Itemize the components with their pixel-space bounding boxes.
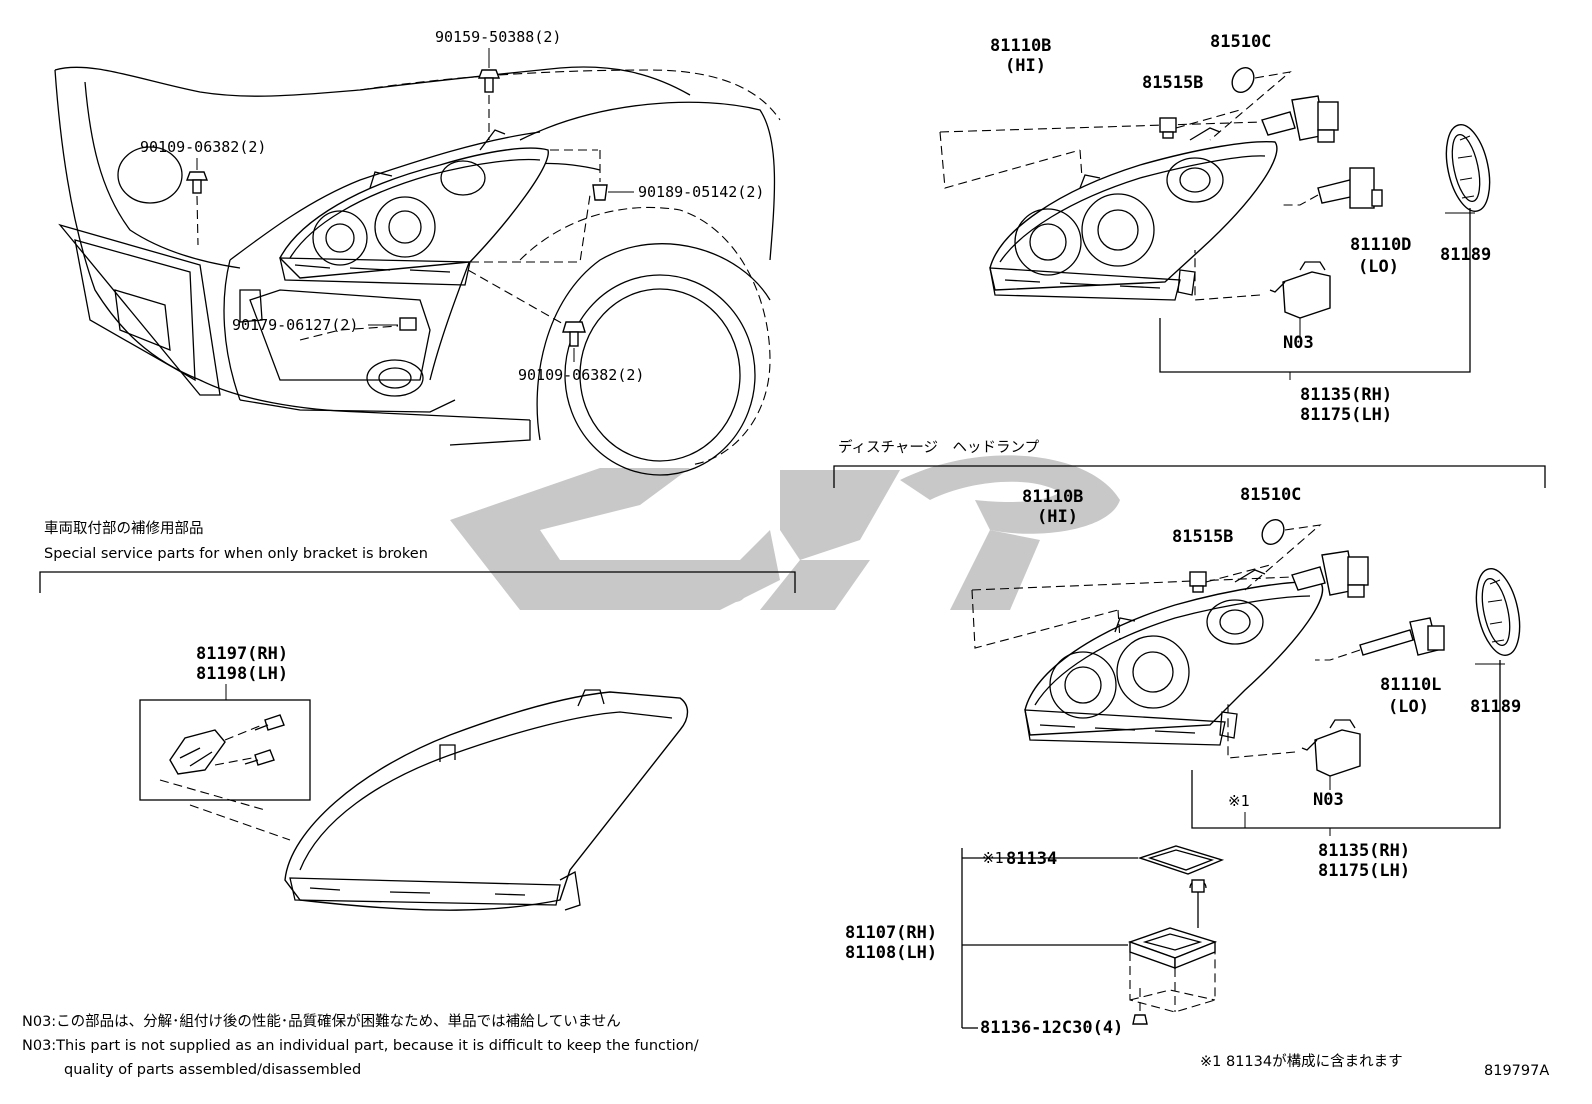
note-n03-en-1: N03:This part is not supplied as an indi… <box>22 1038 699 1054</box>
halogen-headlamp-assembly <box>989 127 1278 301</box>
label-81134: 81134 <box>1006 849 1057 869</box>
label-81515b-2: 81515B <box>1172 527 1233 547</box>
label-lo-2: (LO) <box>1388 697 1429 717</box>
bracket-bolt-2-icon <box>244 749 275 766</box>
label-81107-rh: 81107(RH) <box>845 923 937 943</box>
clip-90179-icon <box>399 317 417 331</box>
label-ref1-mark: ※1 <box>1228 792 1250 810</box>
label-81175-lh-2: 81175(LH) <box>1318 861 1410 881</box>
cap-81189-1 <box>1445 124 1491 212</box>
label-90179-06127: 90179-06127(2) <box>232 316 358 334</box>
label-81175-lh-1: 81175(LH) <box>1300 405 1392 425</box>
bracket-bolt-1-icon <box>254 714 285 731</box>
label-n03-1: N03 <box>1283 333 1314 353</box>
label-n03-2: N03 <box>1313 790 1344 810</box>
note-n03-jp: N03:この部品は、分解･組付け後の性能･品質確保が困難なため、単品では補給して… <box>22 1012 621 1030</box>
bracket-section-bracket <box>39 571 796 593</box>
label-hi-1: (HI) <box>1005 56 1046 76</box>
bulb-81510c-2 <box>1261 518 1285 546</box>
clip-90189-icon <box>592 184 608 201</box>
note-n03-en-2: quality of parts assembled/disassembled <box>64 1062 361 1078</box>
cap-81189-2 <box>1475 568 1521 656</box>
bolt-90109-top-icon <box>185 171 209 194</box>
label-81110d: 81110D <box>1350 235 1411 255</box>
actuator-n03-2 <box>1301 719 1361 777</box>
label-90159-50388: 90159-50388(2) <box>435 28 561 46</box>
bulb-81110b-hi-2 <box>1291 550 1369 598</box>
label-81110b-1: 81110B <box>990 36 1051 56</box>
diagram-id: 819797A <box>1484 1063 1549 1079</box>
bulb-81110d-lo <box>1317 167 1383 209</box>
bracket-title-jp: 車両取付部の補修用部品 <box>44 520 204 537</box>
bolt-90109-bottom-icon <box>562 321 586 347</box>
label-81110l: 81110L <box>1380 675 1441 695</box>
label-90189-05142: 90189-05142(2) <box>638 183 764 201</box>
label-81197-rh: 81197(RH) <box>196 644 288 664</box>
label-81198-lh: 81198(LH) <box>196 664 288 684</box>
label-81189-1: 81189 <box>1440 245 1491 265</box>
label-81134-mark: ※1 <box>982 849 1004 867</box>
ballast-81107-81108 <box>1127 879 1218 970</box>
bulb-81110b-hi-1 <box>1261 95 1339 143</box>
label-81110b-2: 81110B <box>1022 487 1083 507</box>
label-81510c-2: 81510C <box>1240 485 1301 505</box>
watermark-logo <box>450 455 1120 610</box>
bracket-kit-box <box>139 699 311 801</box>
bolt-90159-icon <box>477 69 501 93</box>
socket-81515b-2 <box>1189 571 1207 593</box>
label-81135-rh-2: 81135(RH) <box>1318 841 1410 861</box>
label-81515b-1: 81515B <box>1142 73 1203 93</box>
car-fasteners <box>185 69 608 347</box>
bracket-kit-parts <box>159 714 285 811</box>
discharge-headlamp-title: ディスチャージ ヘッドランプ <box>838 438 1040 456</box>
gasket-81134 <box>1137 845 1225 875</box>
actuator-n03-1 <box>1269 261 1331 319</box>
footnote-ref1: ※1 81134が構成に含まれます <box>1200 1053 1403 1070</box>
discharge-section-bracket <box>833 465 1546 488</box>
bulb-81510c-1 <box>1231 66 1255 94</box>
label-90109-06382-top: 90109-06382(2) <box>140 138 266 156</box>
discharge-headlamp-assembly <box>1024 569 1324 746</box>
label-90109-06382-bottom: 90109-06382(2) <box>518 366 644 384</box>
label-81108-lh: 81108(LH) <box>845 943 937 963</box>
headlamp-on-car <box>279 129 549 286</box>
label-81135-rh-1: 81135(RH) <box>1300 385 1392 405</box>
screw-81136-icon <box>1132 1014 1148 1025</box>
label-81510c-1: 81510C <box>1210 32 1271 52</box>
socket-81515b-1 <box>1159 117 1177 139</box>
label-lo-1: (LO) <box>1358 257 1399 277</box>
label-hi-2: (HI) <box>1037 507 1078 527</box>
bracket-title-en: Special service parts for when only brac… <box>44 546 428 562</box>
label-81189-2: 81189 <box>1470 697 1521 717</box>
headlamp-housing-bracket <box>284 689 689 911</box>
bulb-81110l-lo <box>1359 617 1445 656</box>
label-81136-12c30: 81136-12C30(4) <box>980 1018 1123 1038</box>
